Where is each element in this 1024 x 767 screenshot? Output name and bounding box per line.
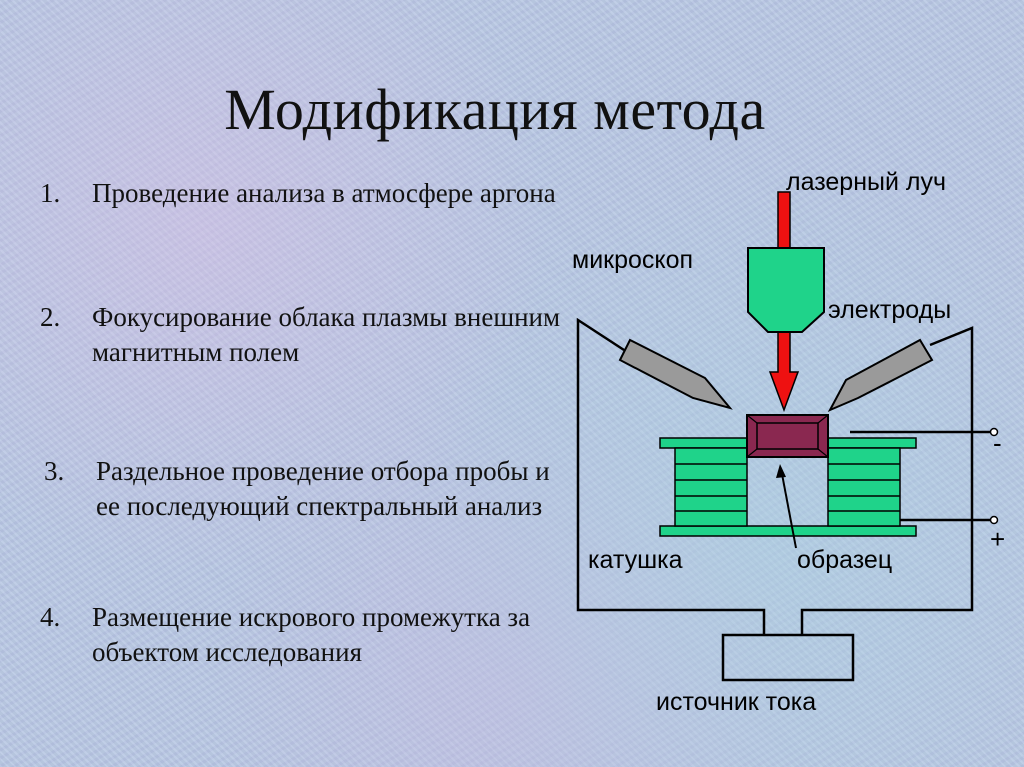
power-source-label: источник тока <box>656 688 816 716</box>
sample-pointer <box>776 464 797 549</box>
electrode-right <box>827 338 934 413</box>
list-text: Раздельное проведение отбора пробы и ее … <box>96 456 550 521</box>
microscope <box>747 247 825 333</box>
minus-sign: - <box>993 428 1002 458</box>
list-number: 2. <box>40 302 61 332</box>
laser-label: лазерный луч <box>786 168 946 196</box>
list-number: 4. <box>40 602 61 632</box>
coil-label: катушка <box>588 546 683 574</box>
list-text: Проведение анализа в атмосфере аргона <box>92 178 556 208</box>
electrodes-label: электроды <box>828 296 951 324</box>
microscope-label: микроскоп <box>572 246 693 274</box>
list-number: 3. <box>44 456 65 486</box>
terminal-plus <box>989 515 999 525</box>
list-number: 1. <box>40 178 61 208</box>
circuit-wires <box>576 317 992 635</box>
terminal-minus <box>989 427 999 437</box>
electrode-left <box>618 338 733 410</box>
power-source-box <box>721 633 855 682</box>
list-text: Фокусирование облака плазмы внешним магн… <box>92 302 561 367</box>
page-title: Модификация метода <box>224 77 766 142</box>
sample-label: образец <box>797 546 892 574</box>
sample <box>746 414 829 458</box>
list-text: Размещение искрового промежутка за объек… <box>92 602 531 667</box>
plus-sign: + <box>990 524 1005 554</box>
